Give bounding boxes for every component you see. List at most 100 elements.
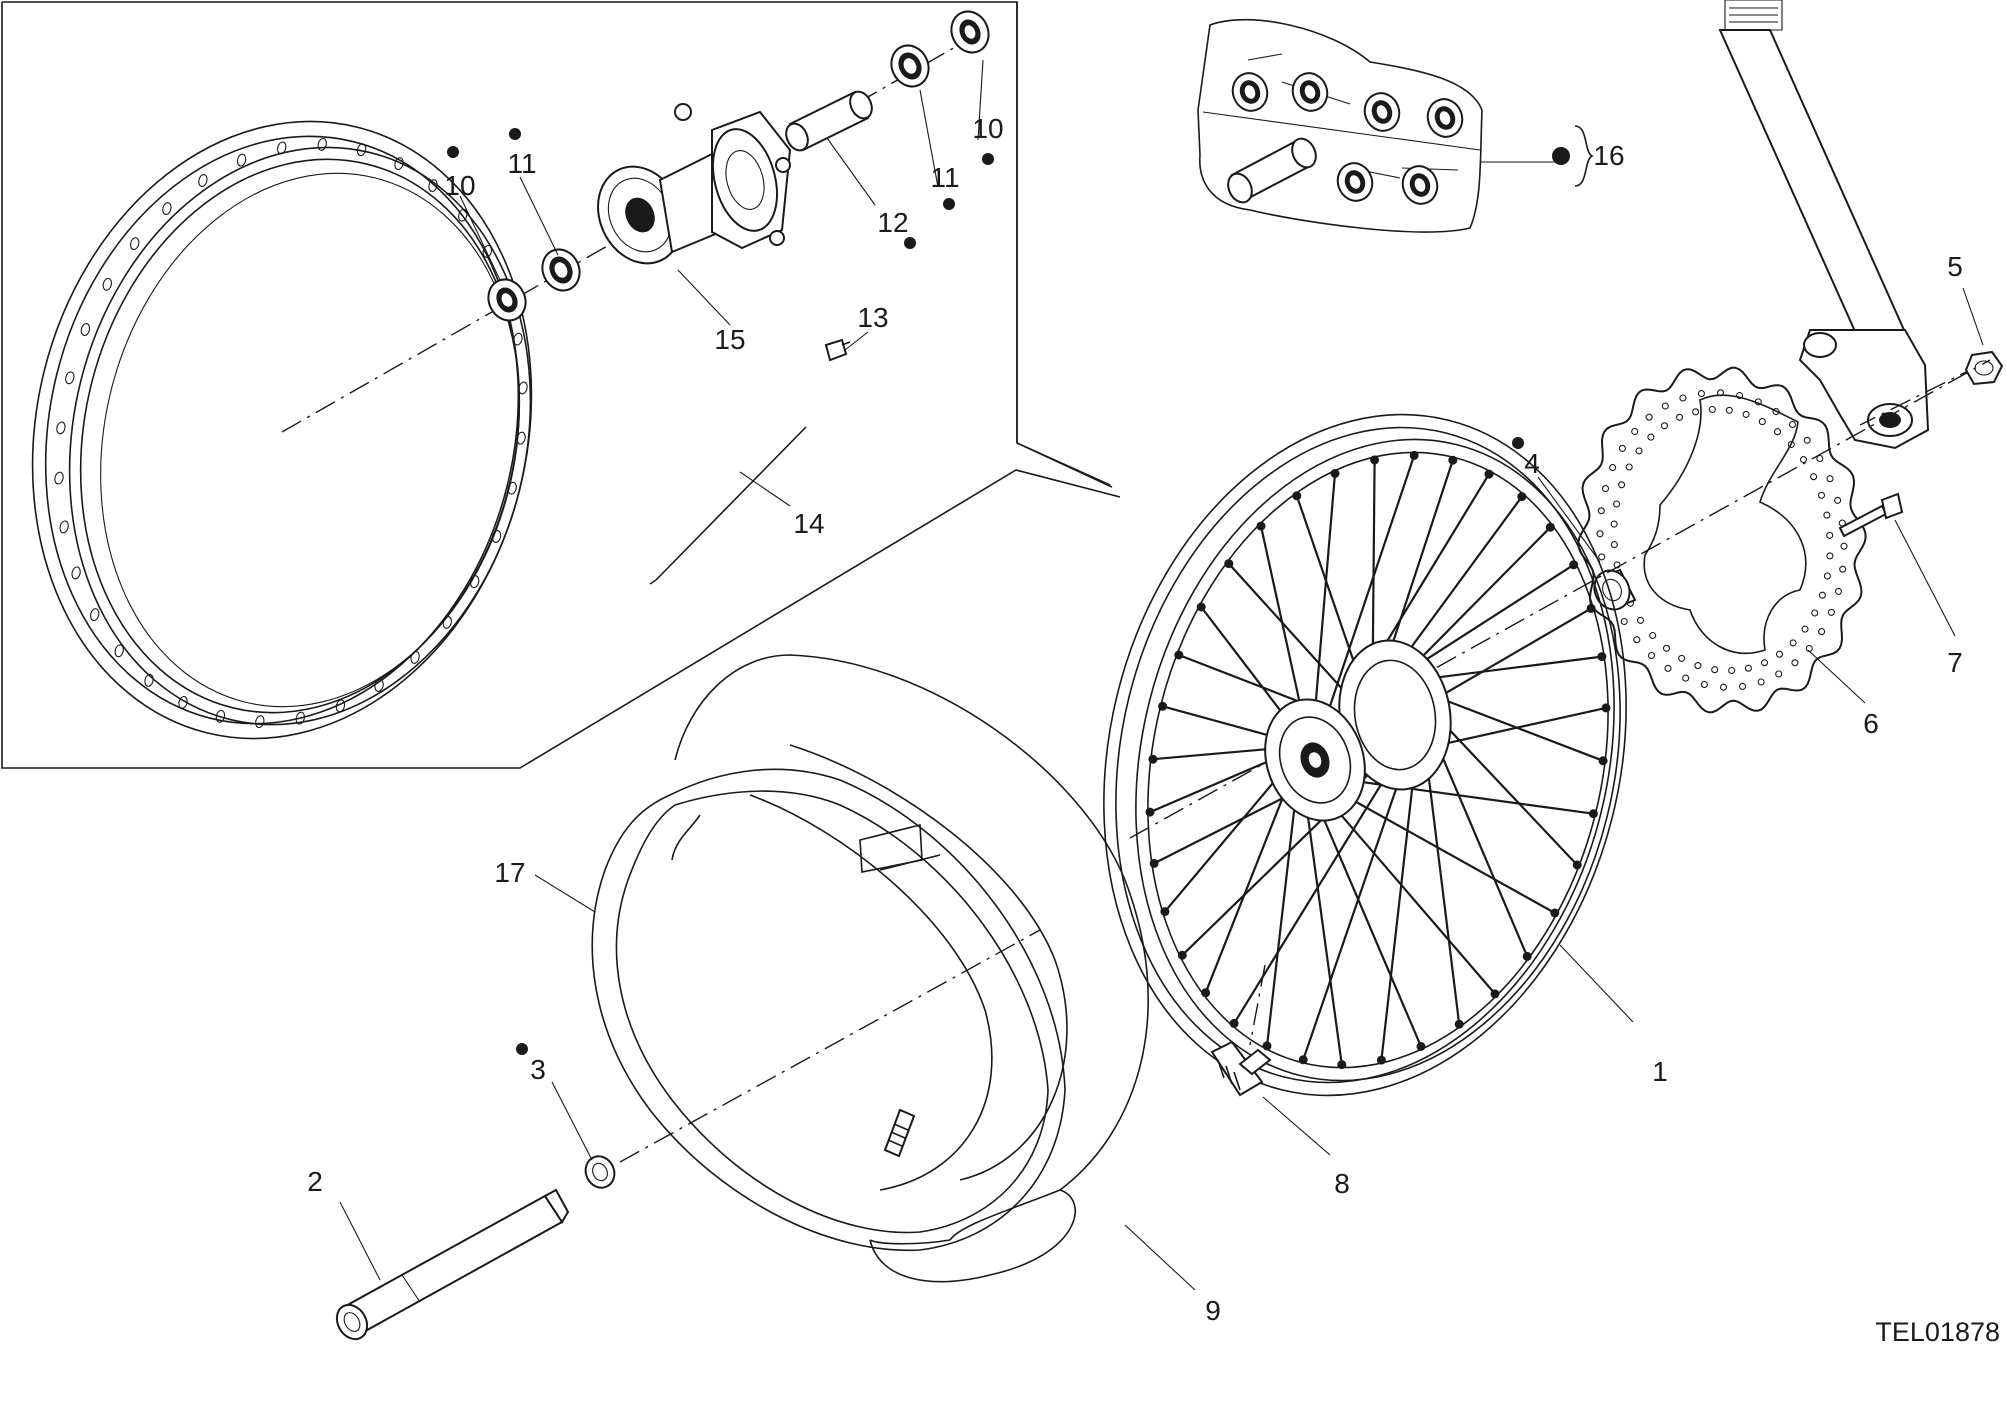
inset-bearing-11-right	[890, 44, 930, 88]
disc-vent-hole	[1708, 405, 1716, 414]
spoke	[1149, 752, 1286, 814]
disc-vent-hole	[1725, 406, 1733, 414]
spoke	[1204, 780, 1291, 994]
spoke-nipple	[1550, 908, 1560, 918]
rim-spoke-hole	[513, 332, 523, 346]
disc-vent-hole	[1818, 591, 1826, 599]
inset-nipple-13	[824, 338, 851, 362]
callout-2: 2	[307, 1166, 323, 1197]
disc-vent-hole	[1728, 666, 1736, 675]
spoke	[1313, 473, 1337, 721]
disc-vent-hole	[1662, 644, 1671, 652]
spoke-nipple	[1597, 652, 1607, 662]
disc-vent-hole	[1799, 456, 1808, 464]
disc-vent-hole	[1625, 463, 1633, 471]
callout-labels: 1 2 3 4 5 6 7 8 9 10 10 11 11 12 13 14 1…	[307, 113, 1963, 1326]
kit-spacer-end	[1291, 137, 1317, 169]
kit-spacer-end	[1227, 172, 1253, 204]
disc-vent-hole	[1631, 427, 1639, 436]
disc-vent-hole	[1788, 420, 1797, 429]
spoke-nipple	[1177, 950, 1187, 960]
spoke-nipple	[1588, 809, 1598, 819]
disc-vent-hole	[1758, 418, 1766, 426]
inset-spacer-12	[785, 90, 873, 152]
callout-4: 4	[1524, 448, 1540, 479]
disc-vent-hole	[1697, 390, 1705, 398]
spoke-nipple	[1517, 492, 1527, 502]
disc-bolt-7	[1838, 492, 1904, 538]
spoke-nipple	[1337, 1060, 1347, 1070]
detail-inset-frame	[1, 1, 1121, 769]
disc-vent-hole	[1620, 617, 1628, 626]
disc-vent-hole	[1823, 572, 1831, 580]
disc-vent-hole	[1803, 436, 1811, 444]
callout-15: 15	[714, 324, 745, 355]
spoke-nipple	[1454, 1019, 1464, 1029]
spoke-nipple	[1149, 858, 1159, 868]
rim-spoke-hole	[491, 530, 502, 543]
spoke	[1314, 799, 1423, 1047]
disc-vent-hole	[1840, 542, 1848, 550]
rim-spoke-hole	[215, 709, 226, 723]
disc-vent-hole	[1772, 408, 1780, 416]
rim-spoke-hole	[71, 566, 81, 580]
rim-spoke-hole	[255, 715, 265, 729]
rim-spoke-hole	[198, 174, 208, 187]
rim-spoke-hole	[356, 143, 367, 157]
disc-vent-hole	[1679, 394, 1687, 402]
complete-wheel-1	[1103, 413, 1627, 1097]
callout-7: 7	[1947, 647, 1963, 678]
disc-vent-hole	[1716, 389, 1725, 397]
disc-vent-hole	[1754, 398, 1762, 406]
spoke-nipple	[1256, 521, 1266, 531]
spoke	[1304, 797, 1343, 1065]
callout-10-left: 10	[444, 170, 475, 201]
rim-spoke-hole	[394, 157, 404, 171]
disc-vent-hole	[1645, 413, 1653, 421]
tube-valve-stem	[883, 1108, 916, 1158]
rim-spoke-hole	[65, 371, 75, 385]
tyre-9	[671, 654, 1149, 1283]
spoke-nipple	[1586, 603, 1596, 613]
spoke	[1323, 455, 1416, 723]
inset-seal-10-right	[950, 10, 990, 54]
disc-vent-hole	[1633, 636, 1641, 644]
brace-16	[1574, 125, 1594, 187]
spoke-nipple	[1148, 754, 1158, 764]
disc-vent-hole	[1649, 631, 1657, 640]
disc-vent-hole	[1596, 530, 1604, 538]
spoke	[1259, 525, 1306, 723]
rim-spoke-hole	[295, 711, 305, 725]
spoke-nipple	[1569, 560, 1579, 570]
rim-spoke-hole	[114, 644, 124, 658]
kit-seal-inner	[1412, 176, 1428, 194]
spoke-nipple	[1145, 807, 1155, 817]
callout-14: 14	[793, 508, 824, 539]
callout-6: 6	[1863, 708, 1879, 739]
brake-disc-6	[1577, 366, 1867, 714]
spoke-nipple	[1160, 907, 1170, 917]
disc-vent-hole	[1692, 408, 1700, 416]
spoke-nipple	[1201, 988, 1211, 998]
disc-vent-hole	[1661, 402, 1669, 410]
rim-spoke-hole	[54, 471, 64, 485]
kit-seal-inner	[1374, 103, 1390, 121]
disc-vent-hole	[1789, 639, 1797, 647]
rim-spoke-hole	[410, 650, 420, 664]
rim-spoke-hole	[507, 481, 517, 495]
spoke	[1325, 796, 1496, 995]
disc-vent-hole	[1834, 587, 1843, 595]
disc-vent-hole	[1597, 507, 1605, 515]
disc-vent-hole	[1773, 428, 1782, 436]
rim-spoke-hole	[458, 208, 468, 222]
disc-vent-hole	[1757, 678, 1765, 686]
disc-vent-hole	[1682, 674, 1690, 682]
spoke-nipple	[1572, 860, 1582, 870]
inset-bearing-11-left	[541, 248, 581, 292]
callout-8: 8	[1334, 1168, 1350, 1199]
rim-spoke-hole	[144, 673, 154, 687]
spoke-nipple	[1490, 989, 1500, 999]
rim-spoke-hole	[162, 202, 172, 216]
disc-vent-hole	[1744, 664, 1752, 672]
